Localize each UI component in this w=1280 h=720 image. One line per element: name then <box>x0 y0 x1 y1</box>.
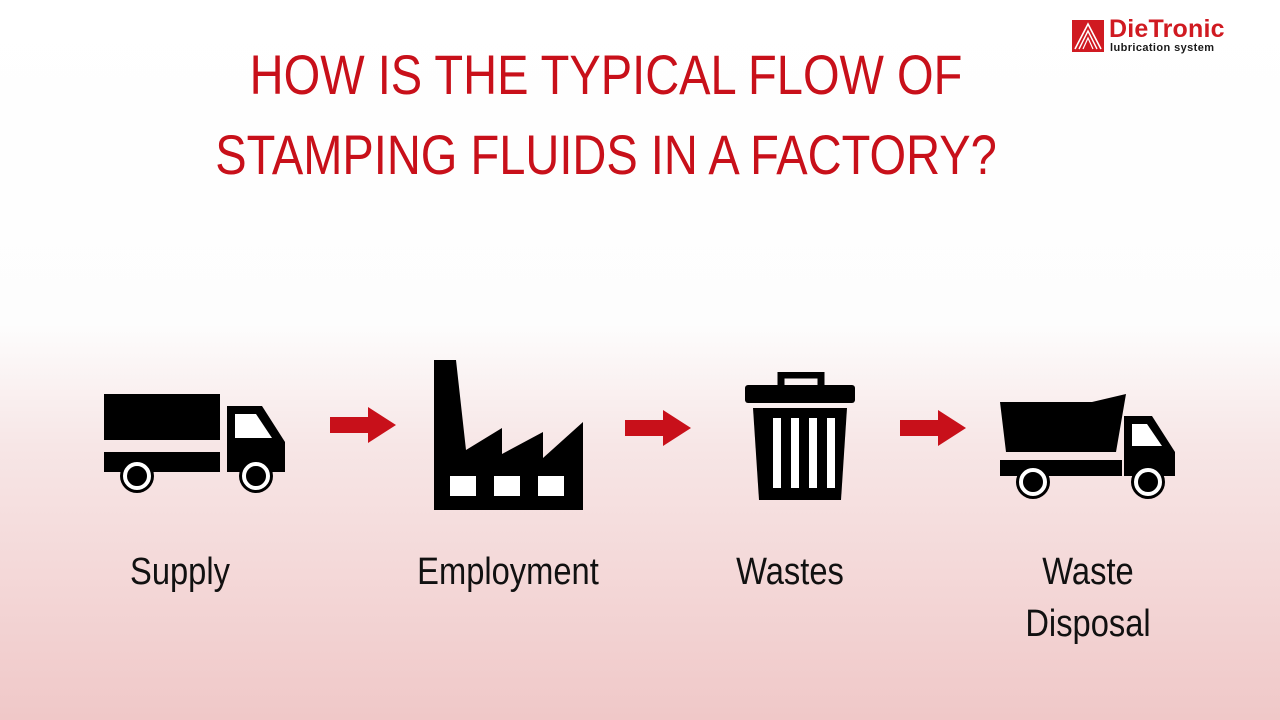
step-label-supply: Supply <box>130 551 230 593</box>
dietronic-logo: DieTronic lubrication system <box>1072 15 1257 54</box>
right-arrow-icon <box>625 410 691 446</box>
trash-can-icon <box>745 372 855 500</box>
step-label-waste-disposal-line-2: Disposal <box>1025 603 1151 645</box>
step-label-employment: Employment <box>417 551 599 593</box>
title-line-2: STAMPING FLUIDS IN A FACTORY? <box>215 123 997 186</box>
right-arrow-icon <box>900 410 966 446</box>
logo-tagline: lubrication system <box>1110 42 1215 54</box>
step-label-waste-disposal-line-1: Waste <box>1042 551 1134 593</box>
logo-name: DieTronic <box>1109 15 1225 43</box>
right-arrow-icon <box>330 407 396 443</box>
factory-icon <box>434 360 583 510</box>
delivery-truck-icon <box>104 394 285 493</box>
dietronic-logo-mark-icon <box>1072 20 1104 52</box>
step-label-wastes: Wastes <box>736 551 844 593</box>
title-line-1: HOW IS THE TYPICAL FLOW OF <box>249 43 963 106</box>
dump-truck-icon <box>1000 394 1175 499</box>
